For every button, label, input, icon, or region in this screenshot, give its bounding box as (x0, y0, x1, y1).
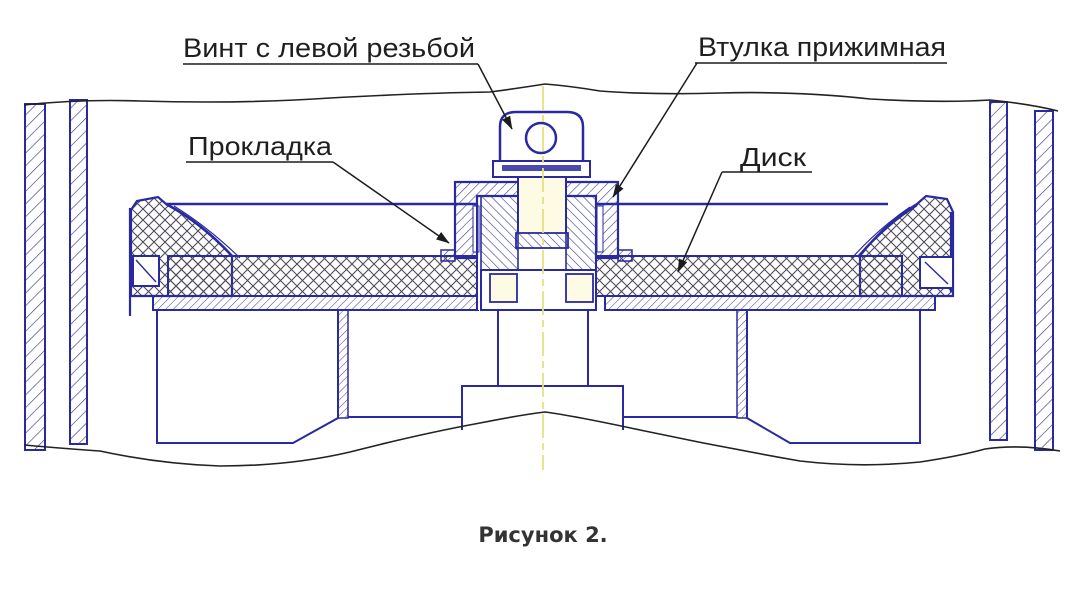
label-clamping-sleeve: Втулка прижимная (698, 32, 946, 62)
support-plate-right (604, 295, 936, 311)
clamp-wedge-right (919, 256, 954, 289)
key-slot-right (565, 273, 594, 303)
gasket-pad-right (617, 249, 633, 262)
rib-right (736, 309, 748, 419)
label-gasket: Прокладка (188, 131, 333, 161)
pipe-wall-right (989, 101, 1054, 451)
label-disc: Диск (740, 142, 807, 172)
central-assembly (440, 110, 633, 311)
leader-disc (677, 171, 723, 273)
clamp-wedge-left (132, 255, 160, 287)
screw-head-eye-hole (524, 121, 558, 155)
screw-body-left (480, 195, 519, 271)
break-line-top (23, 83, 1059, 112)
figure-caption: Рисунок 2. (478, 523, 607, 547)
screw-body-right (565, 195, 597, 271)
support-plate-left (152, 295, 479, 311)
leader-sleeve (612, 62, 698, 198)
break-line-bottom (23, 411, 1061, 467)
gasket-pad-left (440, 249, 456, 262)
label-screw-left-thread: Винт с левой резьбой (183, 33, 475, 63)
key-slot-left (489, 273, 518, 303)
callouts (183, 62, 947, 273)
leader-screw (477, 63, 513, 130)
rib-left (337, 309, 349, 419)
leader-gasket (332, 161, 450, 244)
